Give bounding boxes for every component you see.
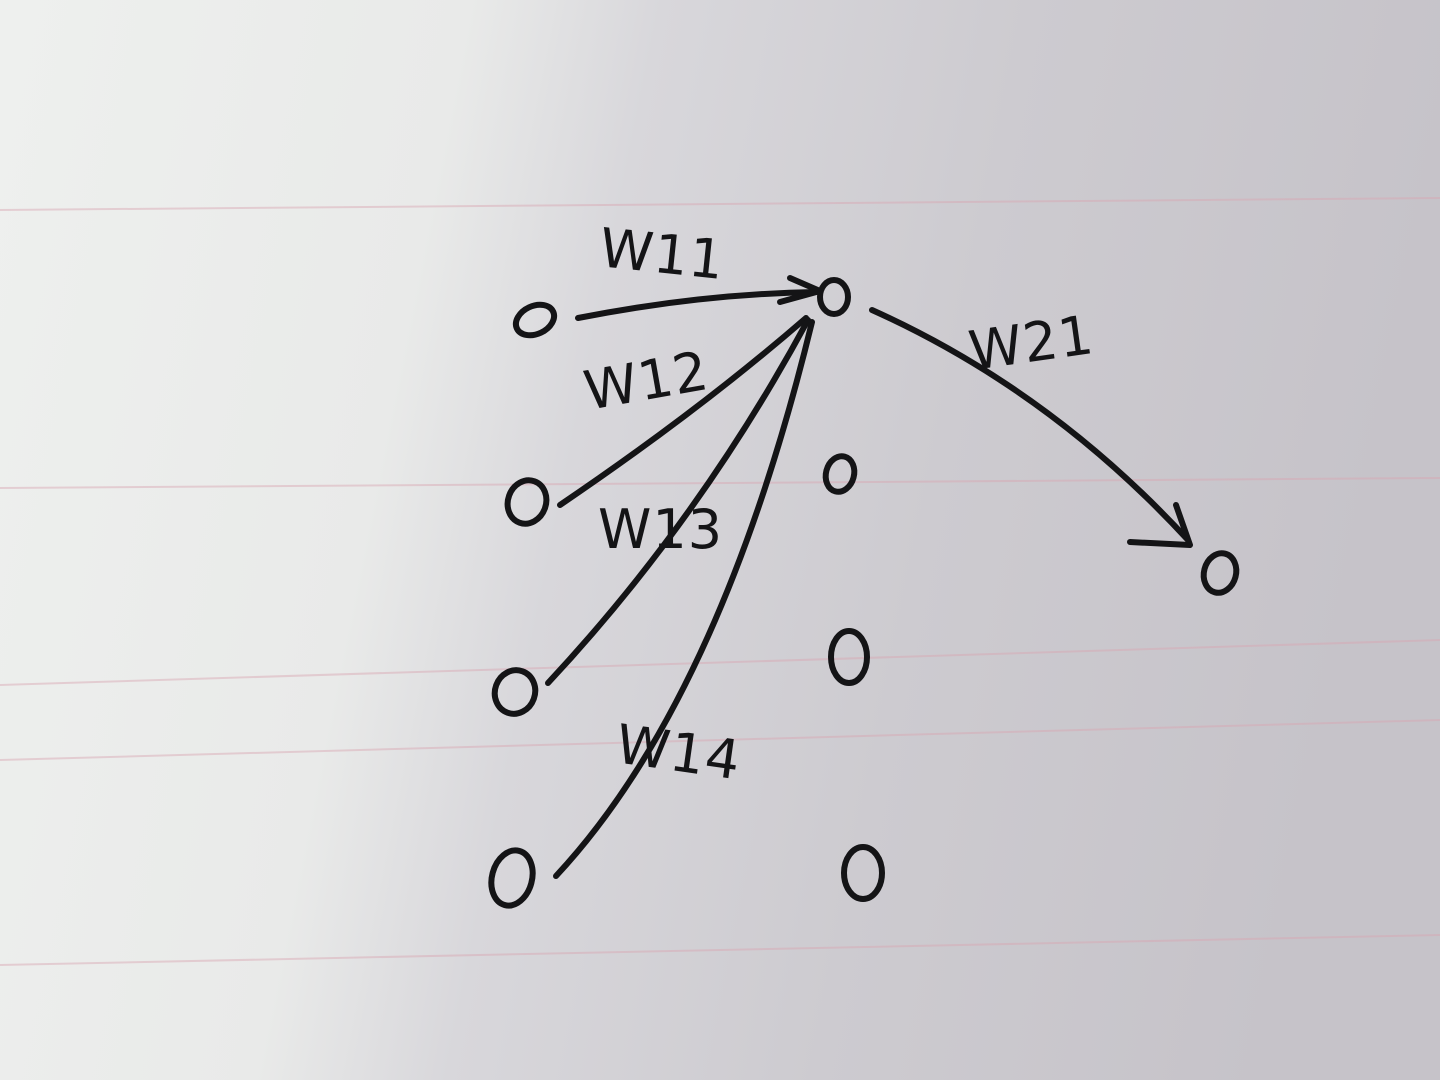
node-output-1 — [1200, 550, 1240, 596]
node-input-4 — [488, 847, 536, 909]
node-hidden-1 — [817, 277, 851, 317]
node-hidden-4 — [841, 844, 885, 902]
edge-w11 — [575, 289, 819, 321]
node-input-1 — [512, 301, 558, 339]
arrowhead-w21 — [1127, 502, 1193, 548]
node-input-2 — [504, 477, 550, 527]
label-w13: W13 — [598, 498, 723, 561]
node-hidden-3 — [828, 628, 870, 686]
label-w11: W11 — [597, 216, 728, 292]
node-hidden-2 — [822, 453, 858, 495]
ruled-lines — [0, 197, 1440, 966]
edge-w14 — [553, 319, 815, 879]
edge-w12 — [557, 315, 809, 508]
edge-w21 — [869, 307, 1191, 543]
node-input-3 — [491, 667, 539, 717]
edge-w13 — [545, 317, 811, 686]
